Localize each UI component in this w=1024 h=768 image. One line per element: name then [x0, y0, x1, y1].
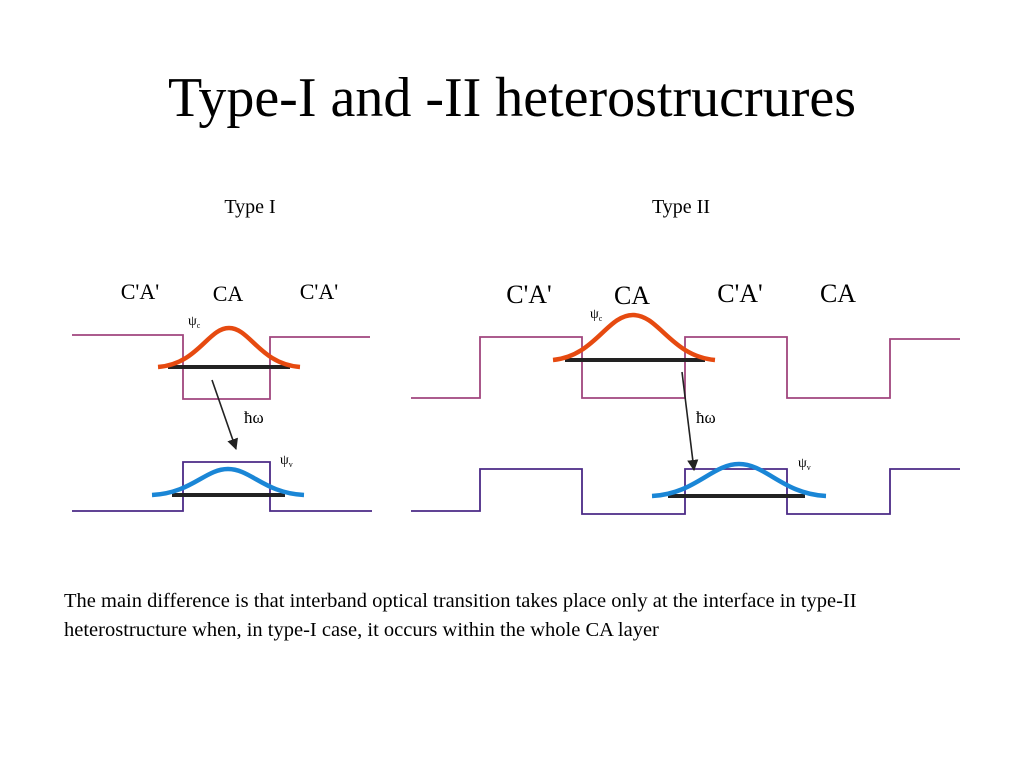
type2-layer-3-label: C'A'	[717, 279, 763, 308]
type2-conduction-band-edge	[411, 336, 960, 399]
caption: The main difference is that interband op…	[64, 590, 857, 641]
type1-layer-left-label: C'A'	[121, 279, 160, 304]
type2-layer-1-label: C'A'	[506, 280, 552, 309]
type2-hole-wavefunction	[651, 461, 827, 499]
type1-valence-band-edge	[72, 461, 372, 512]
slide-title: Type-I and -II heterostrucrures	[168, 67, 856, 129]
type1-transition-label: ħω	[244, 408, 264, 427]
band-diagrams: Type I C'A' CA C'A' ψc ψv ħω Type II C'A…	[72, 196, 960, 515]
type2-layer-2-label: CA	[614, 281, 650, 310]
type1-psi-v-label: ψv	[280, 453, 293, 469]
type2-psi-v-label: ψv	[798, 456, 811, 472]
type1-diagram: Type I C'A' CA C'A' ψc ψv ħω	[72, 196, 372, 512]
type1-psi-c-label: ψc	[188, 314, 201, 330]
type2-transition-arrow	[681, 371, 699, 472]
type2-valence-band-edge	[411, 468, 960, 515]
type1-heading: Type I	[224, 196, 275, 218]
type1-transition-arrow	[211, 379, 238, 451]
type2-layer-4-label: CA	[820, 279, 856, 308]
type1-hole-wavefunction	[151, 466, 305, 498]
type2-transition-label: ħω	[696, 408, 716, 427]
type1-layer-center-label: CA	[213, 281, 244, 306]
type2-heading: Type II	[652, 196, 710, 218]
type1-electron-wavefunction	[157, 325, 301, 370]
type1-conduction-band-edge	[72, 334, 370, 400]
type2-electron-wavefunction	[552, 312, 716, 363]
type2-psi-c-label: ψc	[590, 307, 603, 323]
type1-layer-right-label: C'A'	[300, 279, 339, 304]
type2-diagram: Type II C'A' CA C'A' CA ψc ψv ħω	[411, 196, 960, 515]
